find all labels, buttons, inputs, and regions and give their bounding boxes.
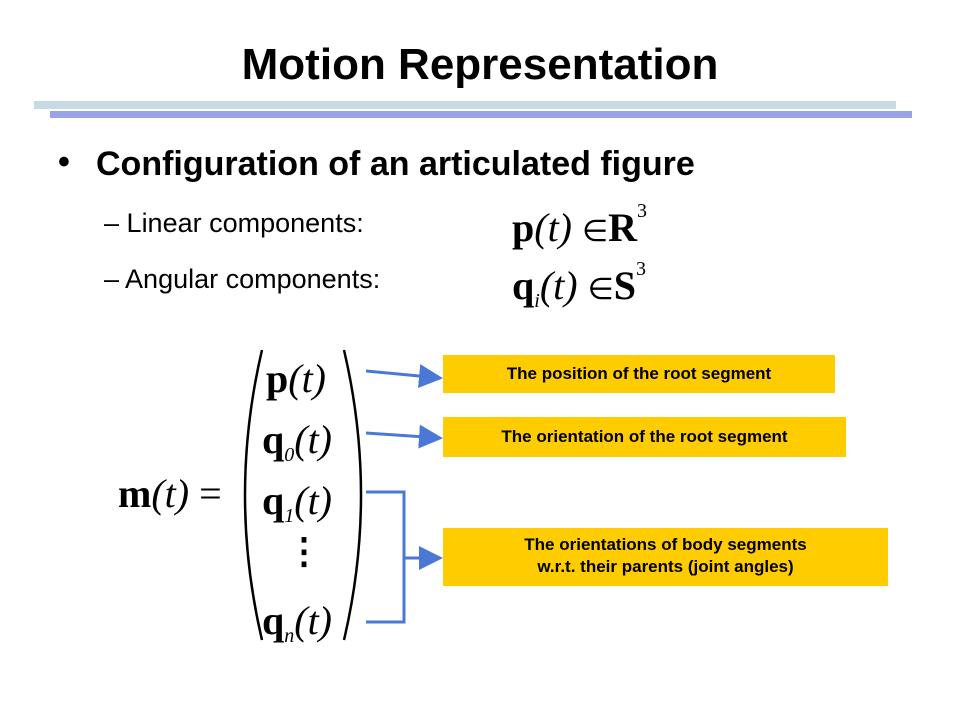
vector-lhs: m(t) = <box>118 470 222 517</box>
sub-item-linear: – Linear components: <box>104 208 364 239</box>
entry-var: q <box>262 598 285 643</box>
formula-var: p <box>512 205 535 250</box>
linear-formula: p(t) ∈R3 <box>512 200 647 251</box>
slide-title: Motion Representation <box>241 40 719 89</box>
angular-formula: qi(t) ∈S3 <box>512 258 646 312</box>
label-body-segments: The orientations of body segments w.r.t.… <box>443 528 888 586</box>
vector-entry-qn: qn(t) <box>262 597 333 647</box>
entry-sub: 0 <box>284 444 295 466</box>
vector-entry-p: p(t) <box>266 355 326 402</box>
element-of-symbol: ∈ <box>582 215 609 248</box>
formula-var: q <box>512 263 535 308</box>
formula-arg: (t) <box>539 263 578 308</box>
entry-arg: (t) <box>294 417 333 462</box>
title-underline-dark <box>50 111 912 118</box>
entry-sub: n <box>284 625 295 647</box>
sub-item-label: Linear components: <box>126 208 364 238</box>
formula-set: S <box>613 263 636 308</box>
title-underline-light <box>34 101 896 109</box>
sub-item-label: Angular components: <box>125 264 381 294</box>
formula-power: 3 <box>637 200 648 222</box>
label-line-1: The orientations of body segments <box>524 535 807 554</box>
arrow-position <box>365 364 443 388</box>
label-line-2: w.r.t. their parents (joint angles) <box>537 557 794 576</box>
entry-var: p <box>266 356 289 401</box>
entry-sub: 1 <box>284 505 295 527</box>
left-paren <box>243 349 264 641</box>
element-of-symbol: ∈ <box>587 273 614 306</box>
entry-arg: (t) <box>294 478 333 523</box>
sub-item-dash: – <box>104 264 120 294</box>
vector-entry-q0: q0(t) <box>262 416 333 466</box>
formula-sub: i <box>534 290 540 312</box>
formula-arg: (t) <box>534 205 573 250</box>
entry-var: q <box>262 417 285 462</box>
lhs-arg: (t) <box>151 471 190 516</box>
bullet-heading: Configuration of an articulated figure <box>96 145 695 183</box>
entry-var: ⋮ <box>286 531 322 571</box>
formula-power: 3 <box>635 258 646 280</box>
formula-set: R <box>608 205 638 250</box>
vector-entry-q1: q1(t) <box>262 477 333 527</box>
equals-sign: = <box>199 471 222 516</box>
vector-entry-ellipsis: ⋮ <box>286 530 322 572</box>
right-paren <box>342 349 363 641</box>
sub-item-dash: – <box>104 208 120 238</box>
label-root-position: The position of the root segment <box>443 355 835 393</box>
label-root-orientation: The orientation of the root segment <box>443 417 846 457</box>
entry-arg: (t) <box>294 598 333 643</box>
sub-item-angular: – Angular components: <box>104 264 380 295</box>
bullet-marker: • <box>58 143 70 181</box>
entry-arg: (t) <box>288 356 327 401</box>
entry-var: q <box>262 478 285 523</box>
bracket-body-segments <box>366 490 406 624</box>
arrow-orientation-root <box>365 424 443 449</box>
lhs-var: m <box>118 471 152 516</box>
